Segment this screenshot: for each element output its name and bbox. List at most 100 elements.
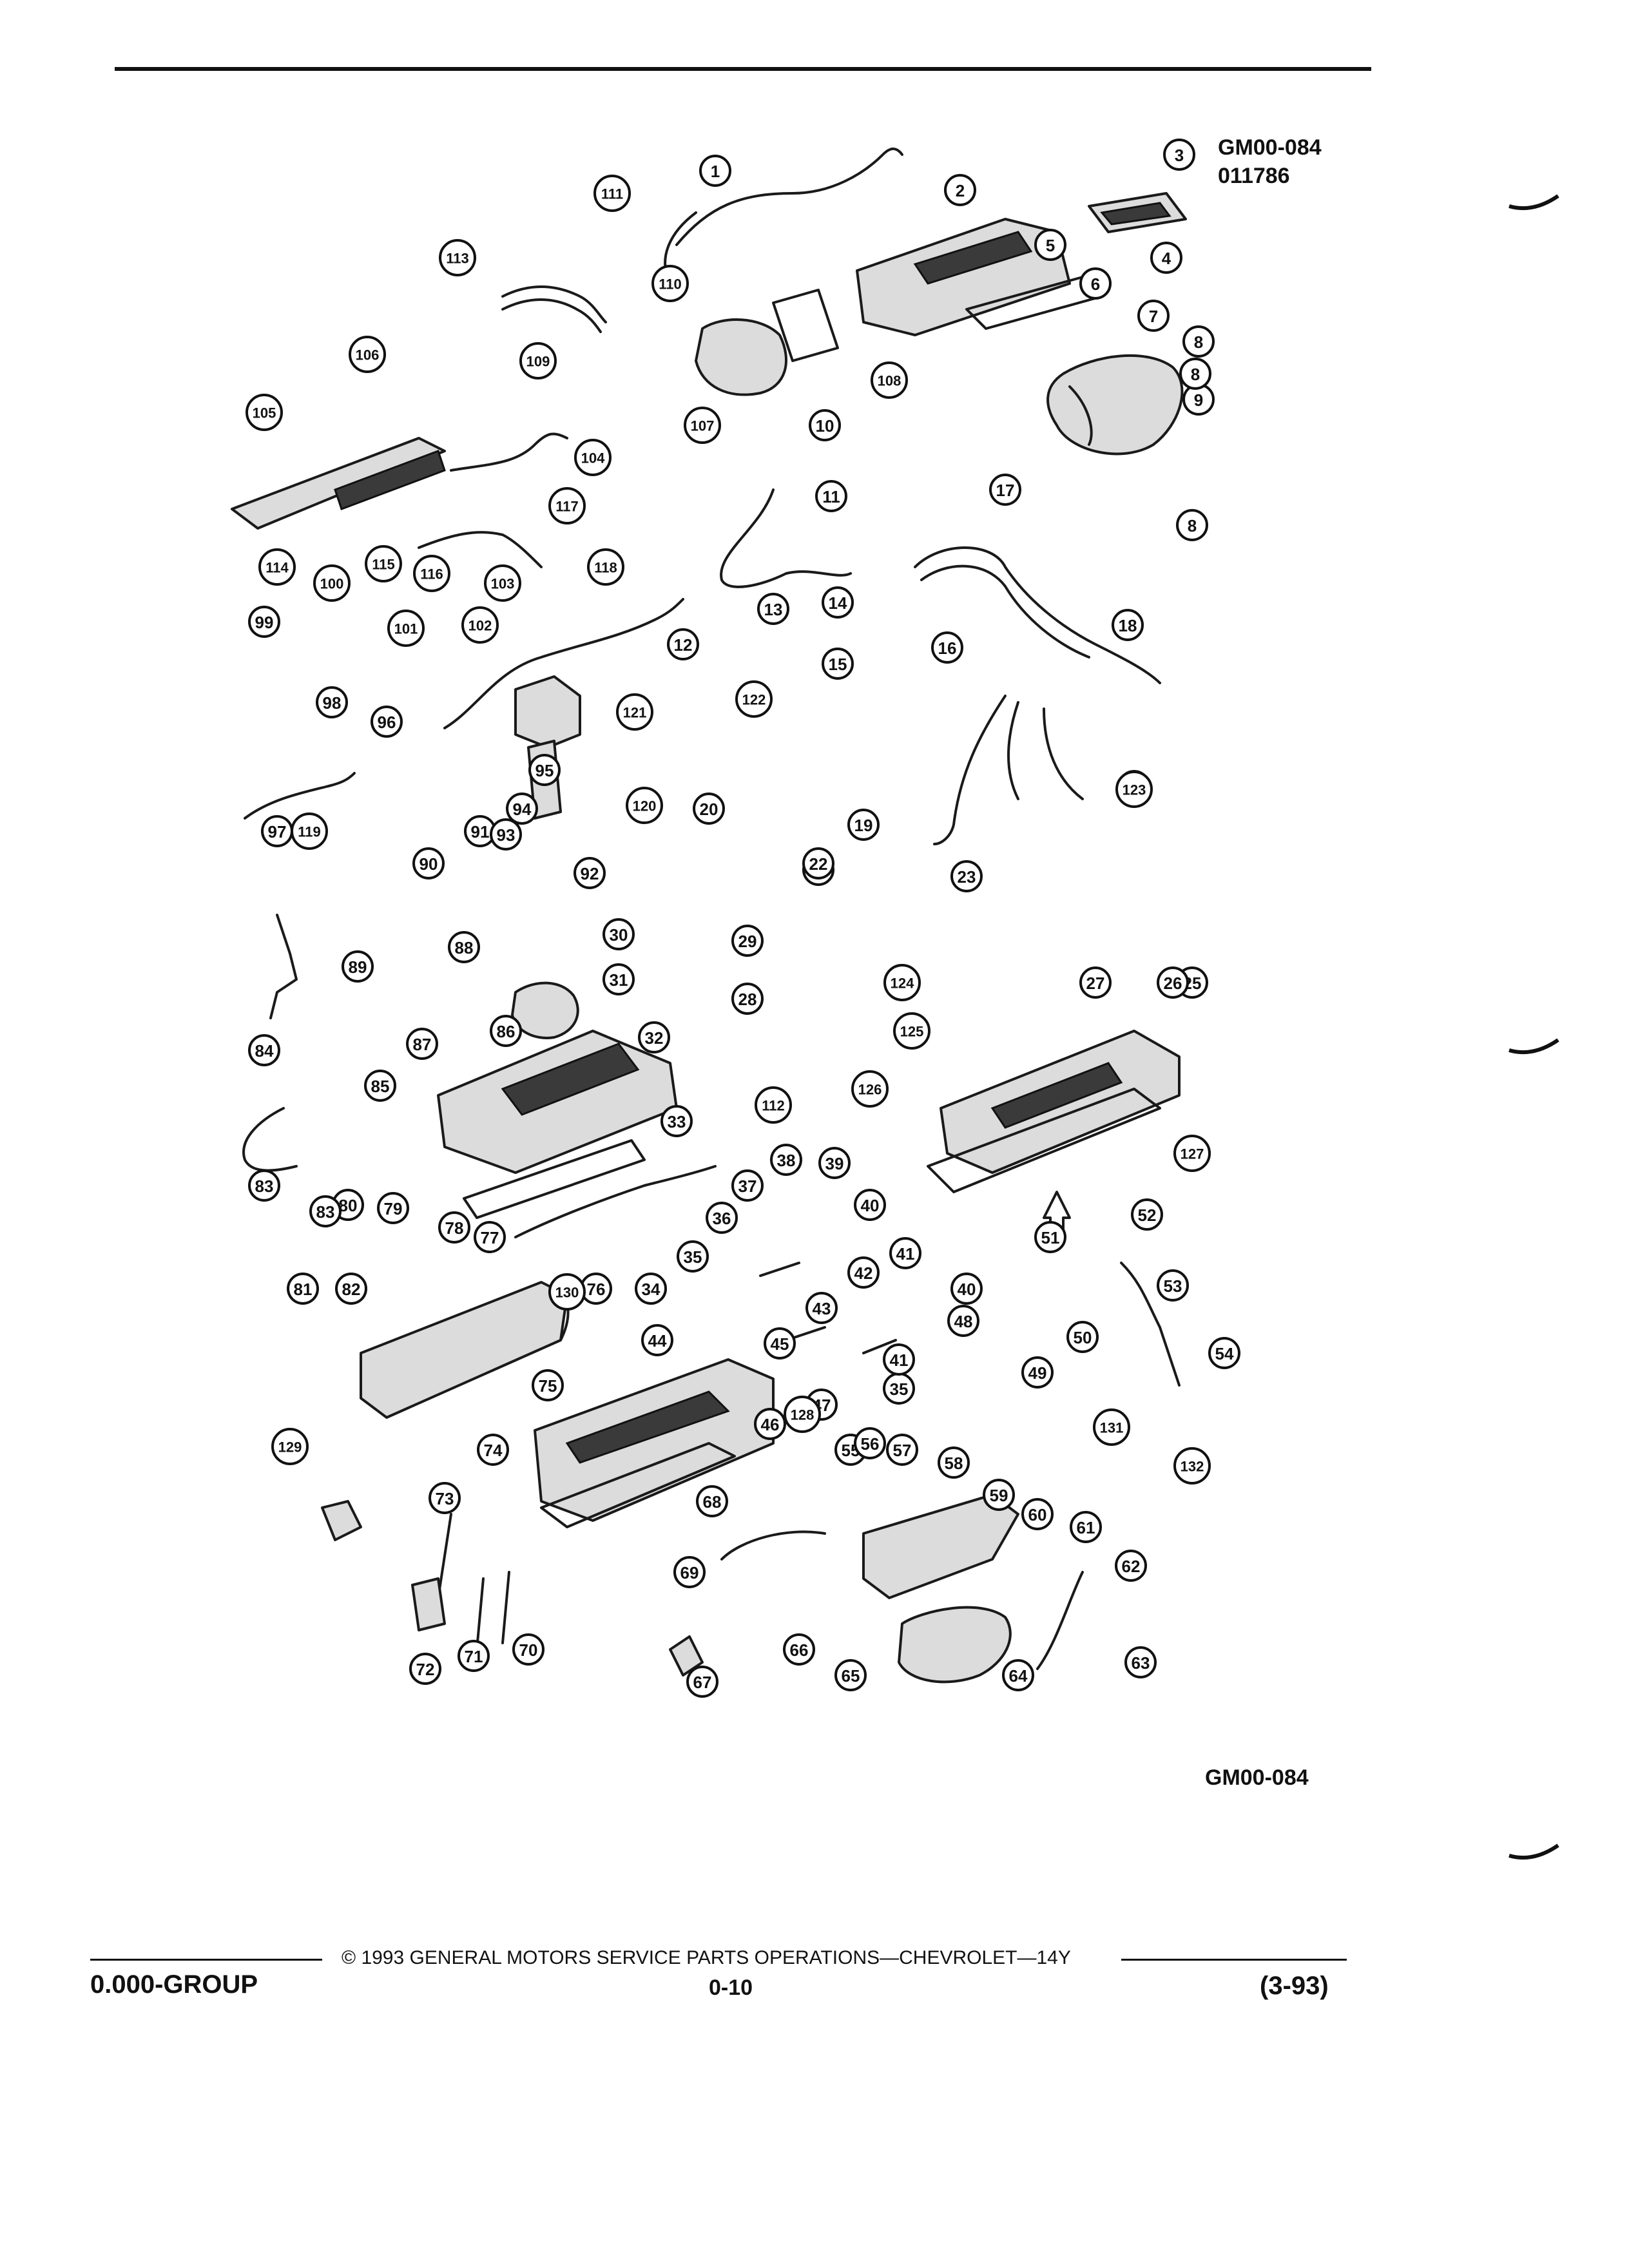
callout-126: 126 [851,1070,889,1108]
callout-circle [474,1221,506,1253]
callout-18: 18 [1112,609,1144,641]
callout-circle [1157,966,1189,999]
callout-2: 2 [944,174,976,206]
callout-circle [248,1034,280,1066]
callout-label: 68 [703,1492,722,1512]
callout-label: 30 [610,925,628,945]
callout-circle [731,983,764,1015]
callout-35: 35 [883,1372,915,1405]
callout-circle [1034,1221,1066,1253]
callout-83: 83 [248,1169,280,1202]
part-manifold-runner [1068,385,1093,446]
callout-35: 35 [677,1240,709,1273]
callout-circle [889,1237,921,1269]
callout-circle [271,1428,309,1465]
callout-circle [667,628,699,660]
callout-label: 34 [642,1280,660,1299]
part-gasket-129 [927,1088,1161,1193]
callout-circle [365,545,402,582]
callout-label: 94 [513,800,532,819]
callout-circle [1002,1659,1034,1691]
callout-label: 117 [555,499,579,515]
callout-73: 73 [429,1482,461,1514]
callout-label: 8 [1188,516,1197,535]
callout-circle [938,1446,970,1479]
callout-71: 71 [458,1640,490,1672]
callout-circle [602,963,635,995]
callout-circle [574,439,612,476]
part-valve-cover-ribs [990,1062,1123,1129]
callout-circle [548,1273,586,1311]
callout-label: 122 [742,692,766,708]
callout-label: 45 [771,1334,789,1354]
callout-19: 19 [847,809,880,841]
callout-124: 124 [883,964,921,1001]
callout-51: 51 [1034,1221,1066,1253]
footer-rule-left [90,1959,322,1961]
callout-label: 107 [691,418,715,434]
callout-label: 62 [1122,1557,1141,1576]
callout-circle [847,1256,880,1289]
callout-76: 76 [580,1273,612,1305]
callout-circle [651,265,689,302]
callout-label: 33 [668,1112,686,1131]
callout-120: 120 [626,787,663,824]
callout-label: 6 [1091,274,1100,294]
callout-129: 129 [271,1428,309,1465]
callout-89: 89 [342,950,374,983]
callout-label: 65 [842,1666,860,1686]
callout-label: 19 [854,816,873,835]
part-sensor-67 [669,1635,704,1677]
part-wire-98 [443,598,684,729]
footer-copyright: © 1993 GENERAL MOTORS SERVICE PARTS OPER… [342,1947,1071,1968]
callout-circle [989,474,1021,506]
callout-label: 93 [497,825,516,845]
callout-127: 127 [1173,1135,1211,1172]
callout-label: 40 [958,1280,976,1299]
callout-72: 72 [409,1653,441,1685]
callout-60: 60 [1021,1498,1054,1530]
callout-58: 58 [938,1446,970,1479]
callout-54: 54 [1208,1337,1240,1369]
part-valve-71 [476,1577,485,1651]
part-pushrod-73 [437,1513,452,1599]
callout-label: 109 [526,354,550,370]
callout-circle [532,1369,564,1401]
callout-label: 76 [587,1280,606,1299]
callout-132: 132 [1173,1447,1211,1485]
callout-circle [944,174,976,206]
callout-23: 23 [950,860,983,892]
callout-circle [602,918,635,950]
part-wire-62 [1036,1571,1084,1670]
callout-circle [409,1653,441,1685]
part-exhaust-manifold-64 [898,1606,1012,1684]
part-plug-wires-17b [920,564,1090,658]
callout-9: 9 [1182,383,1215,416]
callout-circle [1066,1321,1099,1353]
part-tube-53 [1120,1262,1181,1387]
callout-circle [686,1666,718,1698]
part-fuel-rail-107 [231,437,446,530]
callout-circle [735,680,773,718]
callout-83: 83 [309,1195,342,1227]
callout-75: 75 [532,1369,564,1401]
callout-41: 41 [883,1343,915,1376]
part-hose-84 [242,1107,298,1172]
callout-circle [587,548,624,586]
callout-circle [593,175,631,212]
callout-circle [854,1189,886,1221]
callout-label: 31 [610,970,628,990]
part-head-gasket-74 [540,1442,736,1528]
callout-label: 110 [659,276,682,293]
callout-circle [1208,1337,1240,1369]
callout-label: 80 [339,1196,358,1215]
callout-circle [755,1086,792,1124]
callout-circle [754,1408,786,1440]
callout-3: 3 [1163,139,1195,171]
callout-circle [764,1327,796,1360]
callout-98: 98 [316,686,348,718]
callout-121: 121 [616,693,653,731]
callout-label: 20 [700,800,718,819]
part-egr-valve-30 [511,981,579,1039]
callout-70: 70 [512,1633,545,1666]
